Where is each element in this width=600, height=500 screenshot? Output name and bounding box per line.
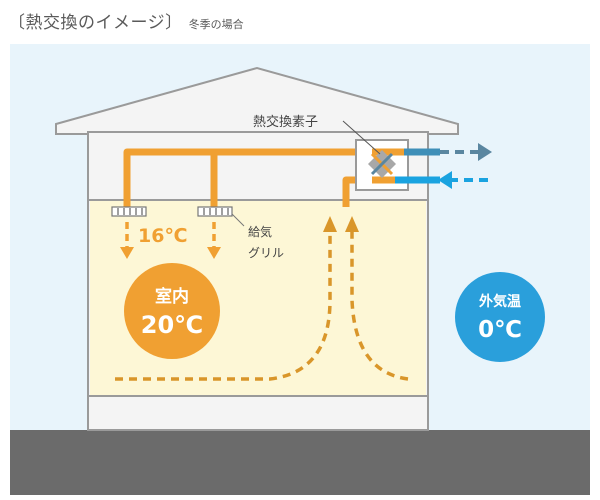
indoor-temp: 20℃	[141, 311, 203, 339]
heat-exchange-element-icon	[368, 150, 396, 178]
outdoor-temp-circle	[455, 272, 545, 362]
supply-grille-right	[197, 206, 233, 217]
diagram-title: 〔熱交換のイメージ〕	[8, 13, 183, 33]
ground	[10, 430, 590, 495]
heat-exchange-element-label: 熱交換素子	[253, 114, 318, 130]
indoor-temp-circle	[124, 263, 220, 359]
airflow-arrowhead-right	[345, 216, 359, 232]
outdoor-temp: 0℃	[478, 317, 522, 343]
diagram-header: 〔熱交換のイメージ〕 冬季の場合	[8, 8, 244, 38]
element-leader-line	[342, 120, 381, 155]
indoor-airflow	[115, 228, 409, 381]
supply-air-arrow-left	[120, 222, 134, 259]
heat-exchange-unit	[355, 139, 440, 191]
exhaust-arrow	[440, 143, 492, 161]
supply-grille-label-line2: グリル	[248, 246, 284, 260]
intake-arrow	[438, 171, 488, 189]
diagram-subtitle: 冬季の場合	[188, 18, 244, 31]
supply-air-arrow-right	[207, 222, 221, 259]
house-roof	[55, 66, 459, 135]
indoor-name: 室内	[155, 286, 189, 307]
supply-air-temp: 16℃	[138, 225, 187, 247]
outdoor-name: 外気温	[479, 293, 521, 310]
grille-leader-line	[231, 213, 245, 227]
airflow-arrowhead-left	[323, 216, 337, 232]
supply-grille-label-line1: 給気	[248, 224, 272, 239]
supply-grille-left	[111, 206, 147, 217]
